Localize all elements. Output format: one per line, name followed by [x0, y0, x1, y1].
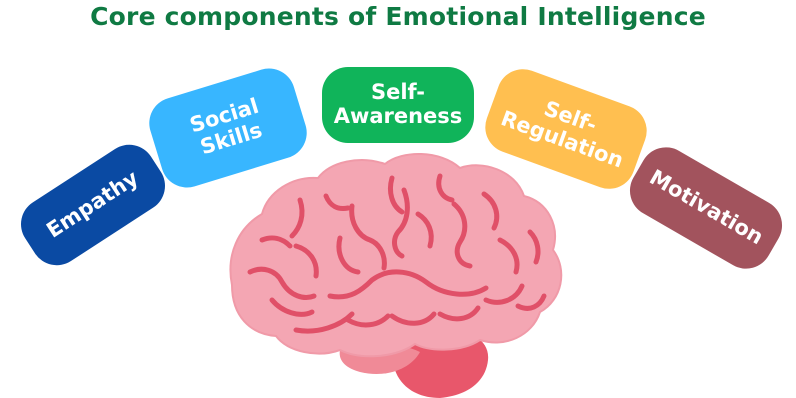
component-label: Social Skills [187, 94, 265, 160]
component-label: Self- Awareness [333, 80, 463, 128]
component-self-awareness: Self- Awareness [322, 67, 474, 143]
page-title: Core components of Emotional Intelligenc… [90, 2, 706, 31]
